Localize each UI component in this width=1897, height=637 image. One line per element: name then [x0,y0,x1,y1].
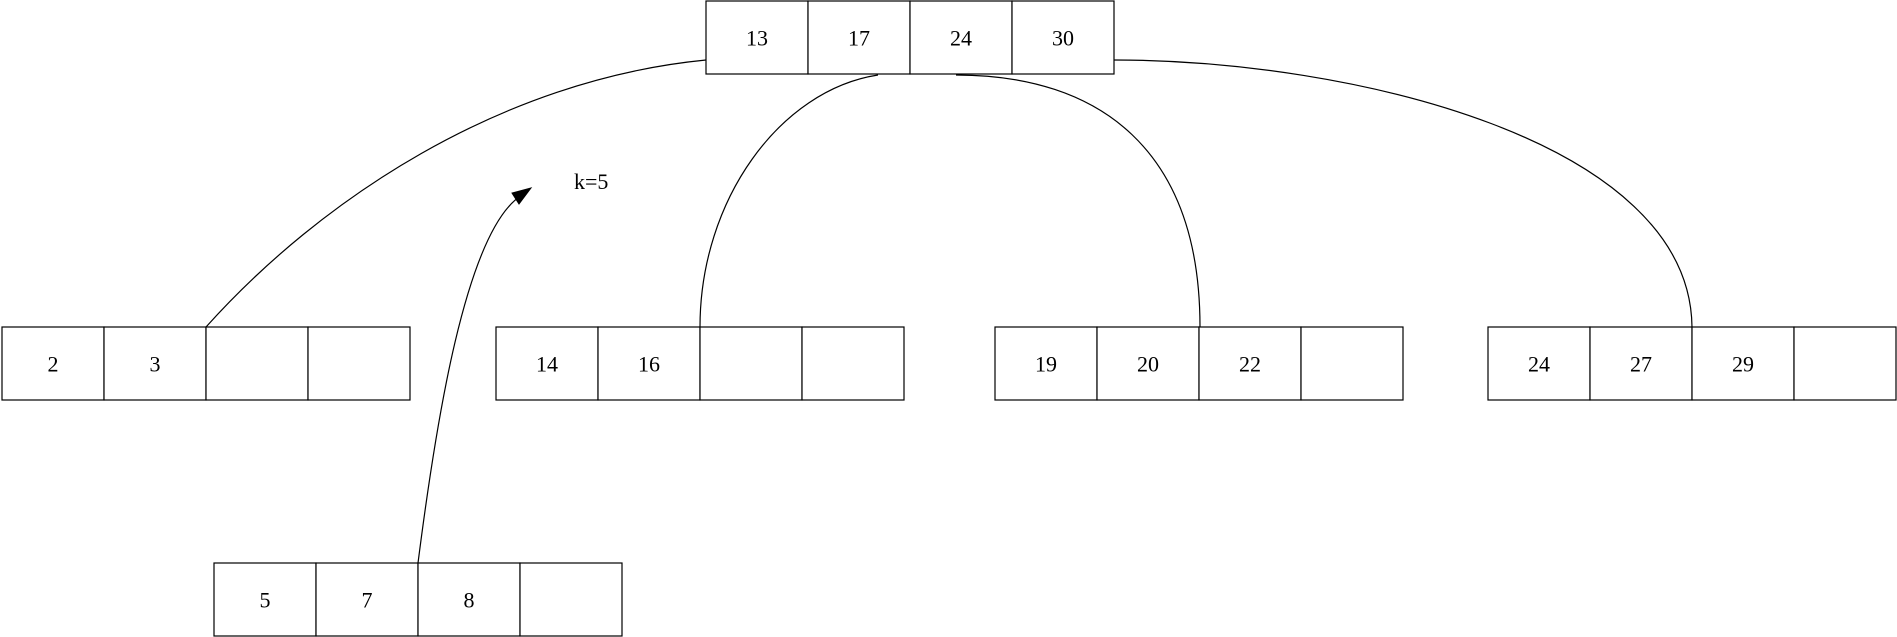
node-root: 13 17 24 30 [705,0,1115,75]
node-key: 3 [150,352,161,377]
node-leaf3: 19 20 22 [994,326,1404,401]
node-cell [1793,326,1897,401]
node-key: 27 [1630,352,1652,377]
edge-root-to-leaf1 [205,59,707,328]
edge-root-to-leaf4 [1113,59,1693,328]
edge-root-to-leaf3 [955,74,1201,328]
tree-edges [205,59,1693,328]
arrow-shaft [417,194,523,564]
node-key: 17 [848,26,870,51]
node-cell [1691,326,1795,401]
node-leaf4: 24 27 29 [1487,326,1897,401]
annotation-k-label: k=5 [574,169,608,194]
node-cell [307,326,411,401]
node-leaf2: 14 16 [495,326,905,401]
node-cell [705,0,809,75]
node-key: 16 [638,352,660,377]
node-key: 29 [1732,352,1754,377]
node-cell [1300,326,1404,401]
node-key: 13 [746,26,768,51]
node-cell [417,562,521,637]
node-cell [519,562,623,637]
node-cell [1,326,105,401]
node-key: 19 [1035,352,1057,377]
node-cell [597,326,701,401]
node-key: 14 [536,352,558,377]
node-key: 20 [1137,352,1159,377]
insertion-arrow [417,187,533,564]
node-key: 24 [1528,352,1550,377]
node-cell [699,326,803,401]
edge-root-to-leaf2 [699,74,879,328]
node-cell [1589,326,1693,401]
arrow-head [511,187,533,205]
node-cell [103,326,207,401]
node-key: 24 [950,26,972,51]
node-cell [1487,326,1591,401]
node-cell [213,562,317,637]
node-cell [1011,0,1115,75]
node-key: 2 [48,352,59,377]
node-new-5-7-8: 5 7 8 [213,562,623,637]
node-cell [801,326,905,401]
node-key: 5 [260,588,271,613]
node-cell [205,326,309,401]
node-cell [994,326,1098,401]
node-cell [909,0,1013,75]
node-key: 22 [1239,352,1261,377]
node-key: 8 [464,588,475,613]
node-key: 30 [1052,26,1074,51]
node-cell [1198,326,1302,401]
node-cell [315,562,419,637]
node-cell [495,326,599,401]
node-key: 7 [362,588,373,613]
